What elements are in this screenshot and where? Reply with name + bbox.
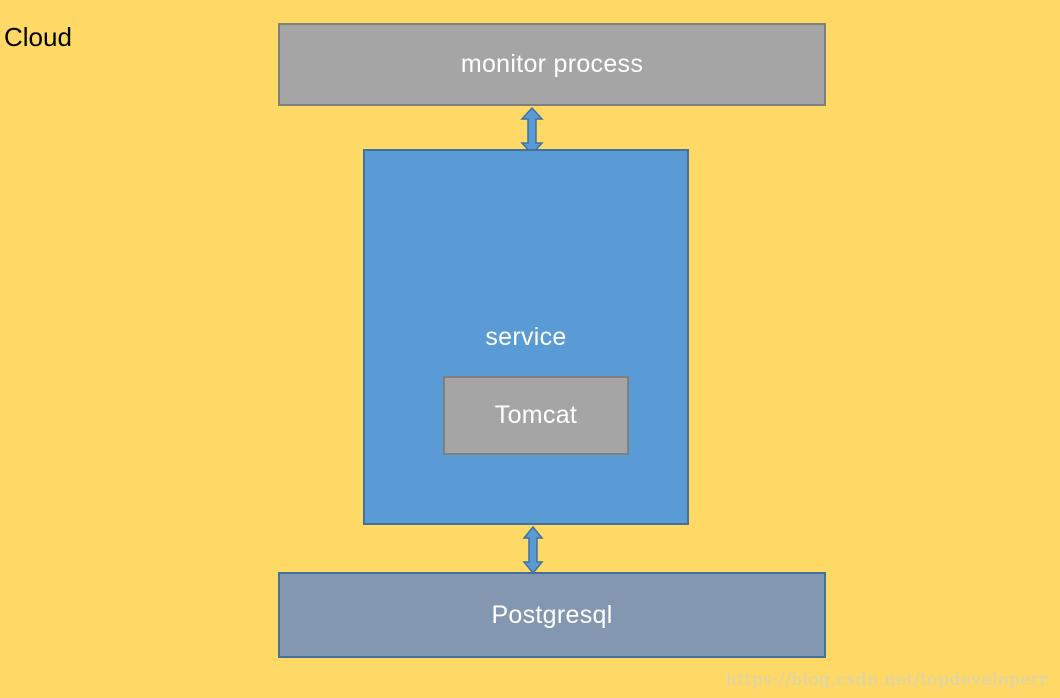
- cloud-region-label: Cloud: [4, 22, 72, 52]
- postgresql-label: Postgresql: [491, 600, 613, 629]
- service-node: service Tomcat: [363, 149, 689, 525]
- monitor-process-label: monitor process: [460, 50, 644, 78]
- tomcat-label: Tomcat: [494, 401, 578, 429]
- service-label: service: [485, 323, 567, 351]
- monitor-process-node: monitor process: [278, 23, 826, 106]
- tomcat-node: Tomcat: [443, 376, 629, 455]
- service-postgres-double-arrow: [522, 526, 544, 574]
- monitor-service-double-arrow: [520, 107, 544, 155]
- watermark-text: https://blog.csdn.net/topdeveloperr: [725, 670, 1048, 690]
- postgresql-node: Postgresql: [278, 572, 826, 658]
